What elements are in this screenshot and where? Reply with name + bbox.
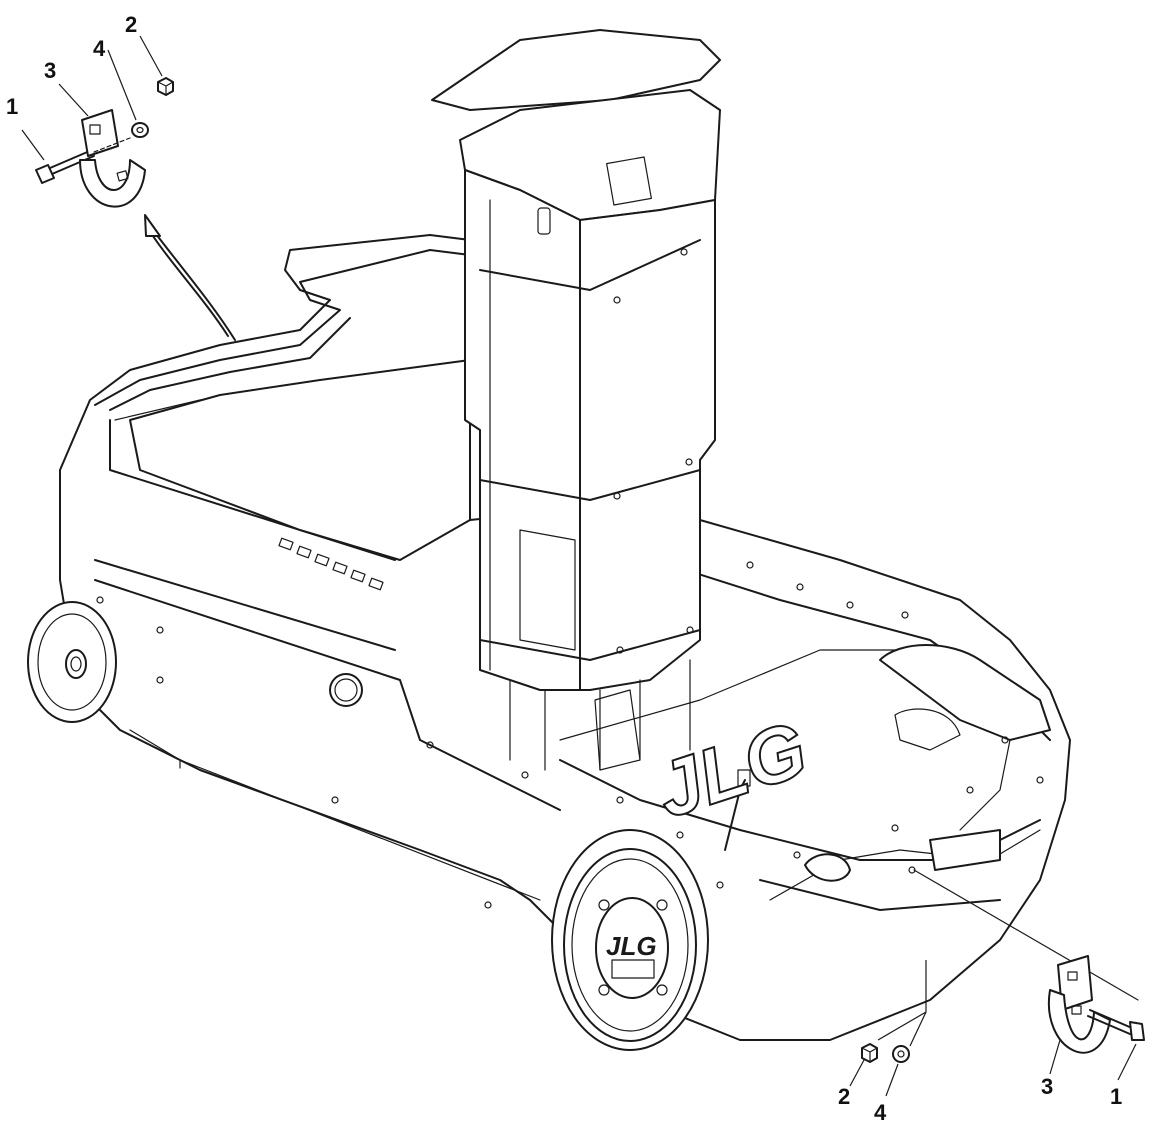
wheel-logo: JLG — [606, 931, 657, 961]
tie-down-assembly-bottom: 2 4 3 1 — [838, 869, 1145, 1124]
front-wheel — [27, 601, 117, 723]
callout-2-bottom: 2 — [838, 1084, 850, 1109]
rear-bumper-right — [879, 644, 1051, 741]
rear-latch — [804, 853, 851, 882]
nut-top — [157, 77, 174, 96]
washer-top — [131, 122, 149, 138]
callout-4-top: 4 — [93, 36, 106, 61]
bolt-bottom — [1087, 1009, 1145, 1041]
tie-down-bracket-top — [79, 109, 146, 208]
callout-1-bottom: 1 — [1110, 1084, 1122, 1109]
chassis-screws — [96, 561, 1044, 909]
callout-4-bottom: 4 — [874, 1100, 887, 1124]
detail-arrow-head — [144, 214, 161, 237]
rear-drive-wheel: JLG — [551, 829, 709, 1051]
detail-arrow — [149, 225, 236, 341]
tie-down-assembly-top: 1 3 4 2 — [6, 12, 174, 208]
mast-column — [431, 29, 721, 771]
callout-3-bottom: 3 — [1041, 1074, 1053, 1099]
washer-bottom — [892, 1045, 910, 1063]
side-port — [329, 673, 363, 707]
nut-bottom — [861, 1043, 878, 1063]
callout-3-top: 3 — [44, 58, 56, 83]
control-buttons — [278, 537, 384, 591]
tie-down-bracket-bottom — [1047, 955, 1111, 1054]
callout-2-top: 2 — [125, 12, 137, 37]
callout-1-top: 1 — [6, 94, 18, 119]
